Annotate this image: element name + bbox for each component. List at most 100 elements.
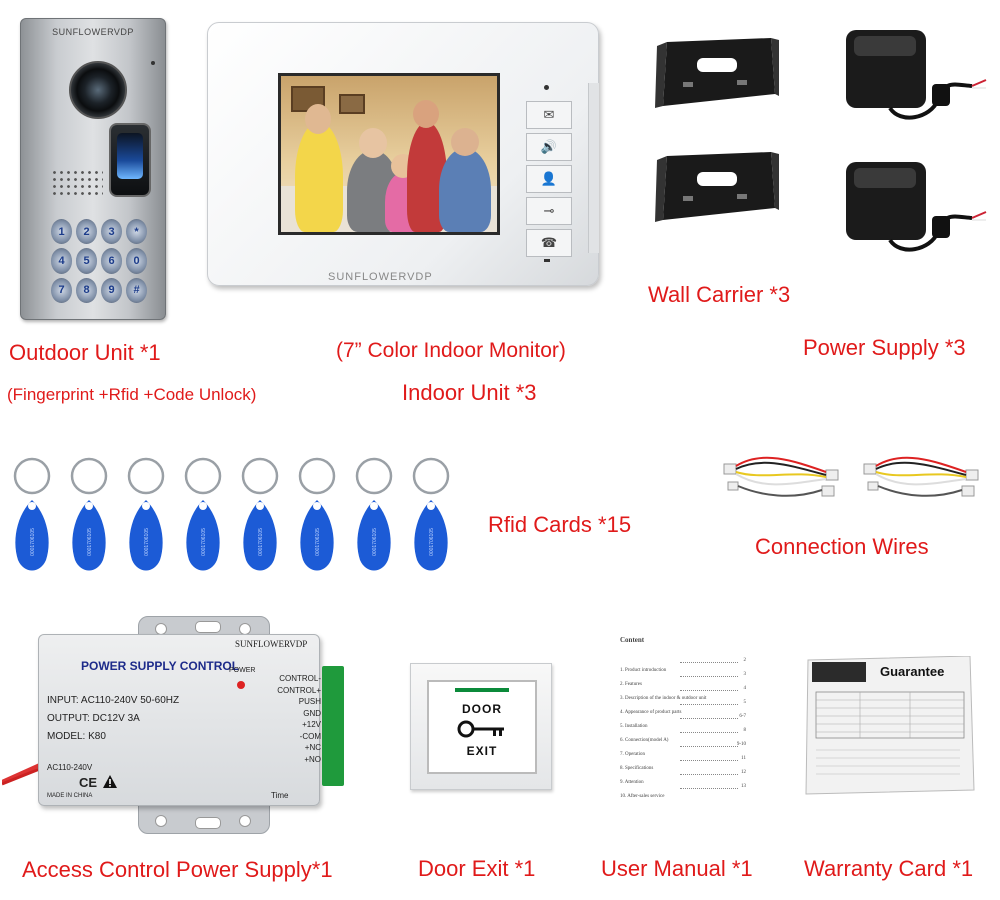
manual-toc-item: 6. Connection(model A) 8 <box>620 728 747 743</box>
monitor-screen <box>278 73 500 235</box>
toc-title: 5. Installation <box>620 724 648 729</box>
connection-wire-image-2 <box>863 456 979 497</box>
wall-carrier-label: Wall Carrier *3 <box>648 282 791 307</box>
keypad-key: 8 <box>76 277 97 303</box>
rfid-fob: 0001706105 <box>412 457 450 571</box>
indicator-led <box>544 85 549 90</box>
toc-page: 4 <box>743 686 747 691</box>
outdoor-unit-note: (Fingerprint +Rfid +Code Unlock) <box>7 385 257 404</box>
manual-heading: Content <box>620 636 645 644</box>
rfid-fob: 0001706105 <box>241 457 279 571</box>
psu-input: INPUT: AC110-240V 50-60HZ <box>47 695 180 706</box>
access-control-power-supply-label: Access Control Power Supply*1 <box>22 857 333 882</box>
door-exit-plate: DOOR EXIT <box>427 680 537 774</box>
camera-lens <box>69 61 127 119</box>
mic-slot <box>544 259 550 262</box>
toc-title: 6. Connection(model A) <box>620 738 669 743</box>
keypad-key: 2 <box>76 219 97 245</box>
terminal-label: PUSH <box>298 697 321 706</box>
terminal-label: CONTROL+ <box>277 685 321 695</box>
svg-text:0001706105: 0001706105 <box>315 528 321 556</box>
terminal-label: CONTROL- <box>279 674 321 683</box>
keypad-key: 4 <box>51 248 72 274</box>
connection-wires-label: Connection Wires <box>755 534 929 559</box>
toc-title: 10. After-sales service <box>620 794 665 799</box>
svg-text:0001706105: 0001706105 <box>258 528 264 556</box>
volume-icon: 🔊 <box>526 133 572 161</box>
psu-brand: SUNFLOWERVDP <box>235 639 308 649</box>
rfid-fob: 0001706105 <box>355 457 393 571</box>
toc-page: 5 <box>743 700 747 705</box>
power-led <box>237 681 245 689</box>
svg-text:0001706105: 0001706105 <box>87 528 93 556</box>
psu-body: SUNFLOWERVDP POWER SUPPLY CONTROL POWER … <box>38 634 321 806</box>
power-supply-label: Power Supply *3 <box>803 335 966 360</box>
svg-text:0001706105: 0001706105 <box>144 528 150 556</box>
keypad-key: 0 <box>126 248 147 274</box>
toc-page: 8 <box>743 728 747 733</box>
psu-power-label: POWER <box>229 667 256 674</box>
psu-model: MODEL: K80 <box>47 731 106 742</box>
keypad-key: 3 <box>101 219 122 245</box>
monitor-button-column: ✉🔊👤⊸☎ <box>526 101 572 261</box>
rfid-fob: 0001706105 <box>13 457 51 571</box>
keypad-key: * <box>126 219 147 245</box>
toc-page: 3 <box>743 672 747 677</box>
manual-toc-item: 10. After-sales service 13 <box>620 784 746 799</box>
access-control-power-supply-image: SUNFLOWERVDP POWER SUPPLY CONTROL POWER … <box>2 616 354 834</box>
speaker-grill <box>51 169 103 197</box>
wall-carrier-image-1 <box>655 38 779 108</box>
manual-toc-item: 9. Attention 12 <box>620 770 746 785</box>
terminal-label: -COM <box>299 731 321 741</box>
outdoor-unit-label: Outdoor Unit *1 <box>9 340 161 365</box>
keypad-key: 1 <box>51 219 72 245</box>
side-controls <box>588 83 599 253</box>
toc-page: 11 <box>741 756 746 761</box>
ce-mark: CE <box>79 775 98 790</box>
unlock-icon: ⊸ <box>526 197 572 225</box>
keypad-key: 5 <box>76 248 97 274</box>
wall-carrier-image-2 <box>655 152 779 222</box>
key-icon <box>457 720 504 738</box>
connection-wire-image-1 <box>723 456 839 497</box>
psu-output: OUTPUT: DC12V 3A <box>47 713 140 724</box>
toc-page: 9-10 <box>736 742 746 747</box>
psu-made: MADE IN CHINA <box>47 793 93 799</box>
toc-title: 2. Features <box>620 682 642 687</box>
toc-title: 1. Product introduction <box>620 668 667 673</box>
door-exit-label: Door Exit *1 <box>418 856 536 881</box>
toc-title: 7. Operation <box>620 752 645 757</box>
power-adapter-image-1 <box>846 30 987 120</box>
toc-title: 9. Attention <box>620 780 644 785</box>
manual-toc-item: 3. Description of the indoor & outdoor u… <box>620 686 747 701</box>
rfid-fob: 0001706105 <box>298 457 336 571</box>
keypad-key: 6 <box>101 248 122 274</box>
monitor-note: (7” Color Indoor Monitor) <box>336 339 566 362</box>
warranty-card-image: Guarantee <box>800 656 976 796</box>
fingerprint-reader <box>109 123 151 197</box>
toc-title: 3. Description of the indoor & outdoor u… <box>620 696 707 701</box>
manual-toc-item: 2. Features 3 <box>620 672 747 687</box>
exit-text: EXIT <box>466 744 498 758</box>
message-icon: ✉ <box>526 101 572 129</box>
terminal-label: GND <box>303 708 321 718</box>
rfid-cards-image: 0001706105 0001706105 0001706105 0001706105… <box>10 456 480 576</box>
warranty-title: Guarantee <box>880 664 945 679</box>
rfid-fob: 0001706105 <box>127 457 165 571</box>
terminal-label: +NO <box>304 754 321 764</box>
toc-page: 12 <box>741 770 746 775</box>
door-exit-button-image: DOOR EXIT <box>410 663 552 790</box>
terminal-block <box>322 666 344 786</box>
svg-text:0001706105: 0001706105 <box>30 528 36 556</box>
monitor-brand: SUNFLOWERVDP <box>328 271 433 283</box>
terminal-label: +12V <box>302 720 321 729</box>
toc-page: 13 <box>741 784 746 789</box>
rfid-cards-label: Rfid Cards *15 <box>488 512 632 537</box>
power-adapter-image-2 <box>846 162 987 252</box>
rfid-fob: 0001706105 <box>184 457 222 571</box>
